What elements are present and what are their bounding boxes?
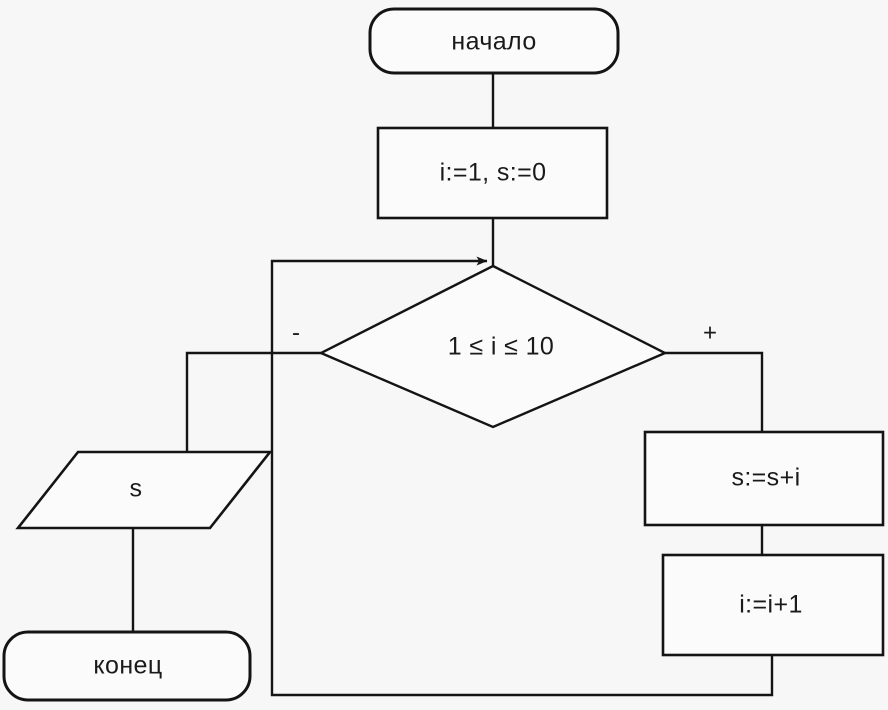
node-increment: i:=i+1 xyxy=(661,553,885,657)
connector-loop-back-to-decision xyxy=(270,256,774,697)
node-end: конец xyxy=(2,630,252,702)
branch-label-false: - xyxy=(292,319,300,346)
init-process-shape xyxy=(376,126,609,220)
accumulate-label: s:=s+i xyxy=(731,464,800,492)
condition-decision-shape xyxy=(318,264,668,429)
node-start: начало xyxy=(368,7,620,75)
init-label: i:=1, s:=0 xyxy=(440,159,547,187)
node-init: i:=1, s:=0 xyxy=(376,126,609,220)
output-parallelogram-shape xyxy=(15,450,273,530)
node-output: s xyxy=(15,450,273,530)
end-label: конец xyxy=(93,652,162,680)
node-condition: 1 ≤ i ≤ 10 xyxy=(318,264,668,429)
start-label: начало xyxy=(451,28,536,56)
connector-decision-true-to-accumulate xyxy=(665,351,764,432)
branch-label-true: + xyxy=(703,319,717,346)
start-terminal-shape xyxy=(368,7,620,75)
condition-label: 1 ≤ i ≤ 10 xyxy=(448,333,555,361)
node-accumulate: s:=s+i xyxy=(643,430,885,527)
increment-process-shape xyxy=(661,553,885,657)
connector-decision-false-to-output xyxy=(185,351,321,452)
increment-label: i:=i+1 xyxy=(739,591,803,619)
output-label: s xyxy=(130,475,143,503)
accumulate-process-shape xyxy=(643,430,885,527)
end-terminal-shape xyxy=(2,630,252,702)
